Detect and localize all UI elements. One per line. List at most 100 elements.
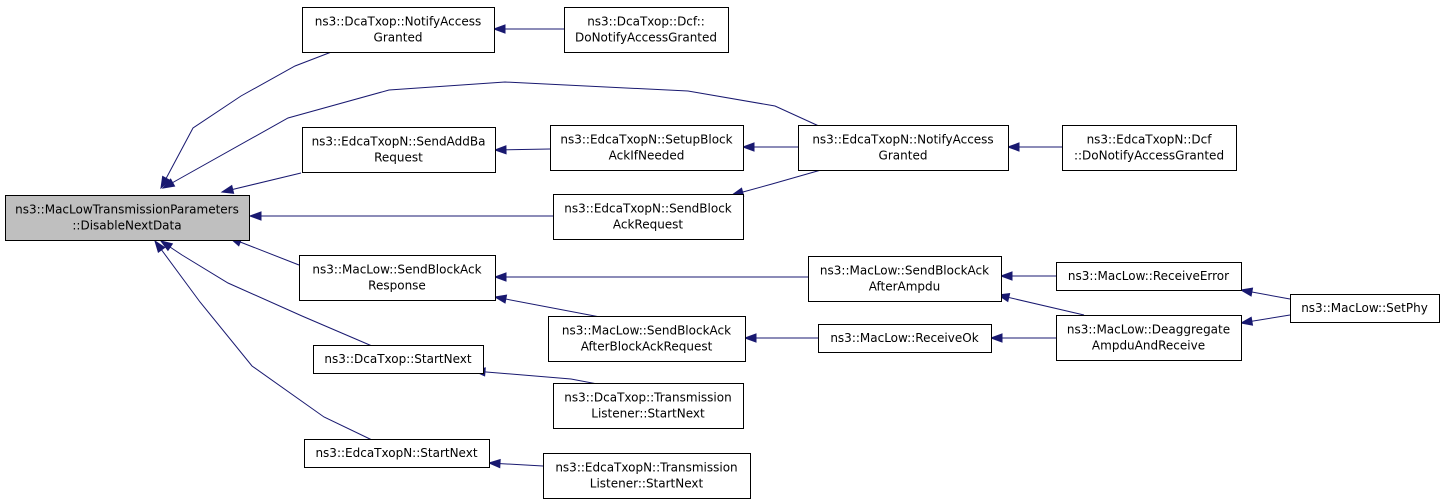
edge-arrowhead xyxy=(161,178,176,189)
node-label: AfterAmpdu xyxy=(869,280,941,294)
node-label: ns3::EdcaTxopN::SendAddBa xyxy=(312,135,486,149)
call-edge xyxy=(741,142,798,152)
edge-arrowhead xyxy=(220,184,235,194)
node-box xyxy=(818,324,992,353)
function-node[interactable]: ns3::EdcaTxopN::NotifyAccessGranted xyxy=(798,125,1009,171)
call-edge xyxy=(743,333,818,343)
node-box xyxy=(302,127,496,173)
edges-layer xyxy=(154,24,1291,469)
function-node[interactable]: ns3::EdcaTxopN::Dcf::DoNotifyAccessGrant… xyxy=(1062,125,1237,171)
call-edge xyxy=(493,145,551,155)
call-edge xyxy=(996,293,1085,316)
node-box xyxy=(553,194,744,240)
edge-arrowhead xyxy=(493,272,507,282)
edge-arrowhead xyxy=(492,24,506,34)
call-edge xyxy=(1239,287,1291,300)
node-label: DoNotifyAccessGranted xyxy=(575,31,717,45)
node-label: ns3::EdcaTxopN::Dcf xyxy=(1087,133,1213,147)
node-label: AfterBlockAckRequest xyxy=(581,340,713,354)
node-label: AckRequest xyxy=(613,218,684,232)
call-edge xyxy=(493,272,808,282)
function-node[interactable]: ns3::DcaTxop::TransmissionListener::Star… xyxy=(553,383,744,429)
edge-arrowhead xyxy=(154,239,166,254)
node-box xyxy=(1056,315,1242,361)
node-label: ns3::MacLow::SendBlockAck xyxy=(312,263,481,277)
edge-line xyxy=(162,81,822,189)
focus-function-node: ns3::MacLowTransmissionParameters::Disab… xyxy=(5,195,250,241)
node-label: Granted xyxy=(879,149,928,163)
edge-line xyxy=(494,296,601,318)
function-node[interactable]: ns3::MacLow::ReceiveError xyxy=(1056,262,1242,291)
call-edge xyxy=(492,24,564,34)
node-label: ns3::MacLow::Deaggregate xyxy=(1067,323,1230,337)
edge-arrowhead xyxy=(743,333,757,343)
node-box xyxy=(550,125,744,171)
edge-arrowhead xyxy=(1239,287,1254,297)
node-box xyxy=(543,453,751,499)
function-node[interactable]: ns3::DcaTxop::StartNext xyxy=(313,345,484,374)
edge-arrowhead xyxy=(248,211,262,221)
call-edge xyxy=(154,239,373,441)
call-edge xyxy=(1006,142,1062,152)
edge-line xyxy=(229,237,300,266)
node-label: ns3::EdcaTxopN::NotifyAccess xyxy=(812,133,993,147)
edge-line xyxy=(221,172,302,193)
node-label: ns3::MacLow::SendBlockAck xyxy=(820,264,989,278)
node-box xyxy=(553,383,744,429)
node-box xyxy=(302,7,495,53)
node-label: ns3::MacLow::SendBlockAck xyxy=(562,324,731,338)
call-edge xyxy=(1239,314,1291,326)
call-edge xyxy=(220,172,302,194)
call-edge xyxy=(999,271,1056,281)
function-node[interactable]: ns3::DcaTxop::NotifyAccessGranted xyxy=(302,7,495,53)
function-node[interactable]: ns3::EdcaTxopN::TransmissionListener::St… xyxy=(543,453,751,499)
function-node[interactable]: ns3::EdcaTxopN::StartNext xyxy=(304,439,490,468)
edge-arrowhead xyxy=(160,175,171,190)
call-edge xyxy=(228,237,300,266)
function-node[interactable]: ns3::MacLow::SendBlockAckAfterBlockAckRe… xyxy=(548,316,746,362)
node-label: Listener::StartNext xyxy=(591,407,705,421)
edge-arrowhead xyxy=(1006,142,1020,152)
edge-line xyxy=(997,294,1085,316)
node-label: ns3::DcaTxop::Dcf:: xyxy=(587,15,705,29)
node-box xyxy=(5,195,250,241)
edge-arrowhead xyxy=(1239,316,1254,326)
call-edge xyxy=(161,81,822,189)
node-box xyxy=(313,345,484,374)
node-box xyxy=(1056,262,1242,291)
node-label: ns3::MacLow::ReceiveOk xyxy=(830,331,978,345)
node-label: ns3::MacLowTransmissionParameters xyxy=(15,203,239,217)
node-label: Granted xyxy=(374,31,423,45)
edge-line xyxy=(160,50,335,189)
edge-arrowhead xyxy=(493,145,507,155)
node-box xyxy=(548,316,746,362)
node-box xyxy=(1062,125,1237,171)
node-label: ns3::EdcaTxopN::StartNext xyxy=(315,446,477,460)
edge-arrowhead xyxy=(989,333,1003,343)
node-box xyxy=(304,439,490,468)
edge-line xyxy=(160,240,373,347)
function-node[interactable]: ns3::MacLow::SetPhy xyxy=(1290,294,1440,323)
node-label: ns3::EdcaTxopN::SendBlock xyxy=(564,202,732,216)
node-label: ::DisableNextData xyxy=(72,219,181,233)
call-edge xyxy=(493,294,601,318)
call-edge xyxy=(159,240,373,347)
function-node[interactable]: ns3::MacLow::ReceiveOk xyxy=(818,324,992,353)
node-box xyxy=(798,125,1009,171)
edge-arrowhead xyxy=(487,458,501,469)
function-node[interactable]: ns3::DcaTxop::Dcf::DoNotifyAccessGranted xyxy=(564,7,729,53)
node-label: ns3::MacLow::SetPhy xyxy=(1301,301,1428,315)
node-label: Listener::StartNext xyxy=(590,477,704,491)
edge-arrowhead xyxy=(999,271,1013,281)
node-label: Request xyxy=(374,151,423,165)
edge-arrowhead xyxy=(493,294,508,304)
node-label: Response xyxy=(368,279,426,293)
node-box xyxy=(299,255,496,301)
